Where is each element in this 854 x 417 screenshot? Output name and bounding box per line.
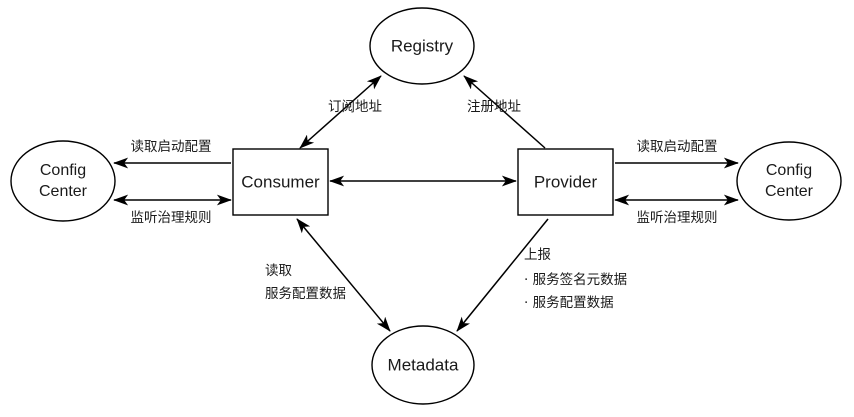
node-config-center-right-label-line2: Center [765, 183, 814, 200]
node-config-center-right[interactable] [736, 141, 842, 221]
node-provider[interactable] [517, 148, 614, 216]
node-metadata[interactable] [371, 325, 475, 405]
edge-label-provider-metadata-line1: 上报 [524, 247, 551, 263]
node-consumer[interactable] [232, 148, 329, 216]
edge-provider-registry [463, 75, 546, 149]
edge-label-provider-metadata-line2: · 服务签名元数据 [524, 271, 627, 288]
node-config-center-left[interactable] [10, 140, 116, 222]
node-metadata-label: Metadata [388, 355, 459, 374]
edge-label-consumer-config-read: 读取启动配置 [131, 139, 212, 155]
node-consumer-label: Consumer [241, 172, 320, 191]
edge-consumer-registry [299, 75, 382, 149]
edge-label-provider-registry: 注册地址 [467, 99, 521, 115]
node-registry-label: Registry [391, 36, 454, 55]
edge-label-provider-metadata-line3: · 服务配置数据 [524, 295, 614, 311]
edge-label-consumer-metadata-line2: 服务配置数据 [265, 286, 346, 302]
edge-label-consumer-registry: 订阅地址 [328, 99, 382, 115]
edge-label-provider-config-read: 读取启动配置 [637, 139, 718, 155]
node-registry[interactable] [369, 7, 475, 85]
edge-provider-metadata [456, 218, 549, 332]
edge-consumer-metadata [296, 218, 391, 332]
node-config-center-left-label-line2: Center [39, 183, 88, 200]
edge-label-consumer-config-watch: 监听治理规则 [131, 210, 212, 226]
node-provider-label: Provider [534, 172, 598, 191]
node-config-center-right-label-line1: Config [766, 162, 812, 179]
edge-label-provider-config-watch: 监听治理规则 [637, 210, 718, 226]
edge-label-consumer-metadata-line1: 读取 [265, 263, 292, 279]
node-config-center-left-label-line1: Config [40, 162, 86, 179]
